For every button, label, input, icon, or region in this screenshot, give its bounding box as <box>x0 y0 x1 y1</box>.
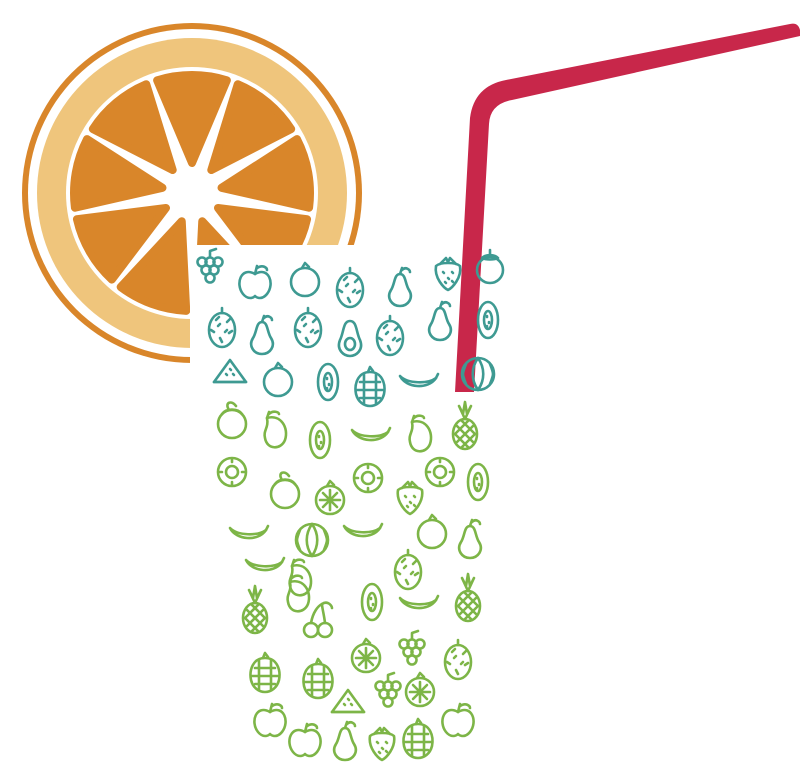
banana-icon <box>398 372 440 388</box>
orange-segment <box>153 71 231 167</box>
durian-icon <box>335 266 365 309</box>
kiwi-icon <box>352 462 384 494</box>
banana-icon <box>244 556 286 572</box>
fruit-icons <box>196 247 505 762</box>
papaya-icon <box>308 420 332 460</box>
orange-icon <box>289 261 321 298</box>
orange-segment <box>70 135 167 212</box>
strawberry-icon <box>396 480 424 516</box>
kiwi-icon <box>424 456 456 488</box>
apple-icon <box>288 722 322 758</box>
orange-segment <box>217 135 314 212</box>
apple-icon <box>253 702 287 738</box>
strawberry-icon <box>368 726 396 762</box>
orange-segment <box>88 80 177 175</box>
orange-segment <box>207 80 296 175</box>
durian-icon <box>393 548 423 591</box>
lemon-icon <box>350 637 382 674</box>
banana-icon <box>398 594 440 610</box>
mango-icon <box>408 414 433 453</box>
pineapple-icon <box>241 584 269 635</box>
melon-icon <box>460 356 496 392</box>
strawberry-icon <box>434 256 462 292</box>
mango-icon <box>288 558 313 597</box>
orange-icon <box>262 361 294 398</box>
papaya-icon <box>316 362 340 402</box>
durian-icon <box>443 638 473 681</box>
grapes-icon <box>196 247 224 284</box>
watermelon-slice-icon <box>212 358 248 384</box>
papaya-icon <box>476 300 500 340</box>
lemon-icon <box>404 671 436 708</box>
mangosteen-icon <box>475 248 505 285</box>
raspberry-icon <box>302 657 334 700</box>
coconut-icon <box>216 401 248 440</box>
jackfruit-icon <box>249 651 281 694</box>
grapes-icon <box>374 671 402 708</box>
avocado-icon <box>337 319 363 358</box>
apple-icon <box>441 702 475 738</box>
papaya-icon <box>466 462 490 502</box>
kiwi-icon <box>216 456 248 488</box>
banana-icon <box>350 426 392 442</box>
mango-icon <box>263 410 288 449</box>
banana-icon <box>342 522 384 538</box>
coconut-icon <box>269 471 301 510</box>
durian-icon <box>293 306 323 349</box>
orange-icon <box>416 513 448 550</box>
pineapple-icon <box>454 572 482 623</box>
pear-icon <box>387 266 413 308</box>
pineapple-icon <box>451 400 479 451</box>
orange-slice-icon <box>22 23 362 363</box>
pear-icon <box>457 518 483 560</box>
melon-icon <box>294 522 330 558</box>
custard-apple-icon <box>354 365 386 408</box>
apple-icon <box>238 264 272 300</box>
grapes-icon <box>398 629 426 666</box>
pear-icon <box>249 314 275 356</box>
glass-overlap-mask <box>190 245 500 385</box>
watermelon-slice-icon <box>330 688 366 714</box>
lemon-icon <box>314 479 346 516</box>
straw-icon <box>455 23 800 392</box>
pear-icon <box>332 720 358 762</box>
orange-segment <box>72 204 171 284</box>
banana-icon <box>228 524 270 540</box>
cherry-icon <box>302 601 334 639</box>
durian-icon <box>207 306 237 349</box>
raspberry-icon <box>402 717 434 760</box>
orange-segment <box>116 217 191 315</box>
pear-icon <box>427 300 453 342</box>
papaya-icon <box>360 582 384 622</box>
durian-icon <box>375 314 405 357</box>
